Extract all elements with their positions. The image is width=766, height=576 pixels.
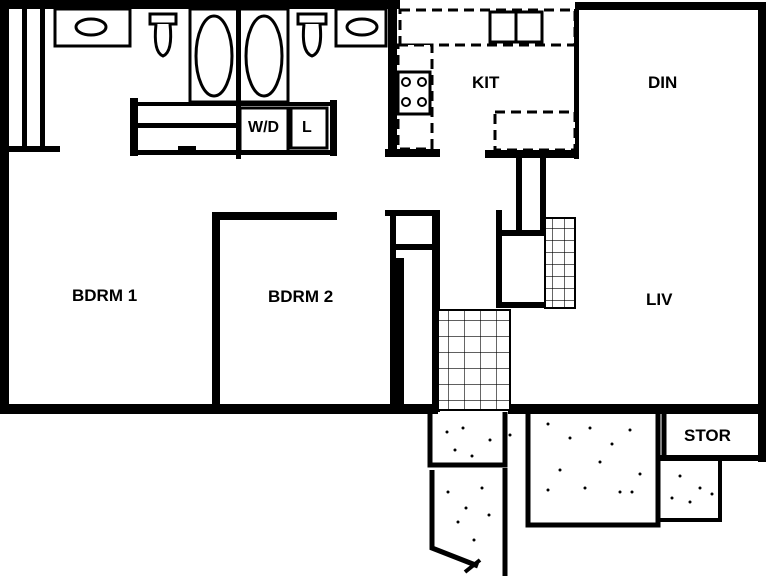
room-label-dining: DIN bbox=[648, 73, 678, 92]
room-label-storage: STOR bbox=[684, 426, 731, 445]
room-label-living: LIV bbox=[646, 290, 673, 309]
exterior-walls bbox=[0, 0, 766, 462]
interior-walls bbox=[212, 156, 546, 412]
fixture-label-linen: L bbox=[302, 119, 312, 136]
bathroom bbox=[8, 7, 388, 159]
sink-right-icon bbox=[345, 17, 379, 37]
patio bbox=[427, 412, 758, 576]
room-label-bedroom-1: BDRM 1 bbox=[72, 286, 138, 305]
fireplace-hearth bbox=[544, 217, 576, 309]
entry-tile bbox=[437, 309, 511, 411]
room-label-kitchen: KIT bbox=[472, 73, 500, 92]
tub-right-icon bbox=[244, 14, 284, 98]
tub-left-icon bbox=[194, 14, 234, 98]
toilet-right-icon bbox=[301, 23, 323, 58]
room-label-bedroom-2: BDRM 2 bbox=[268, 287, 334, 306]
sink-left-icon bbox=[74, 17, 108, 37]
fixture-label-washer-dryer: W/D bbox=[248, 119, 280, 136]
toilet-left-icon bbox=[153, 23, 173, 58]
kitchen bbox=[385, 0, 579, 159]
